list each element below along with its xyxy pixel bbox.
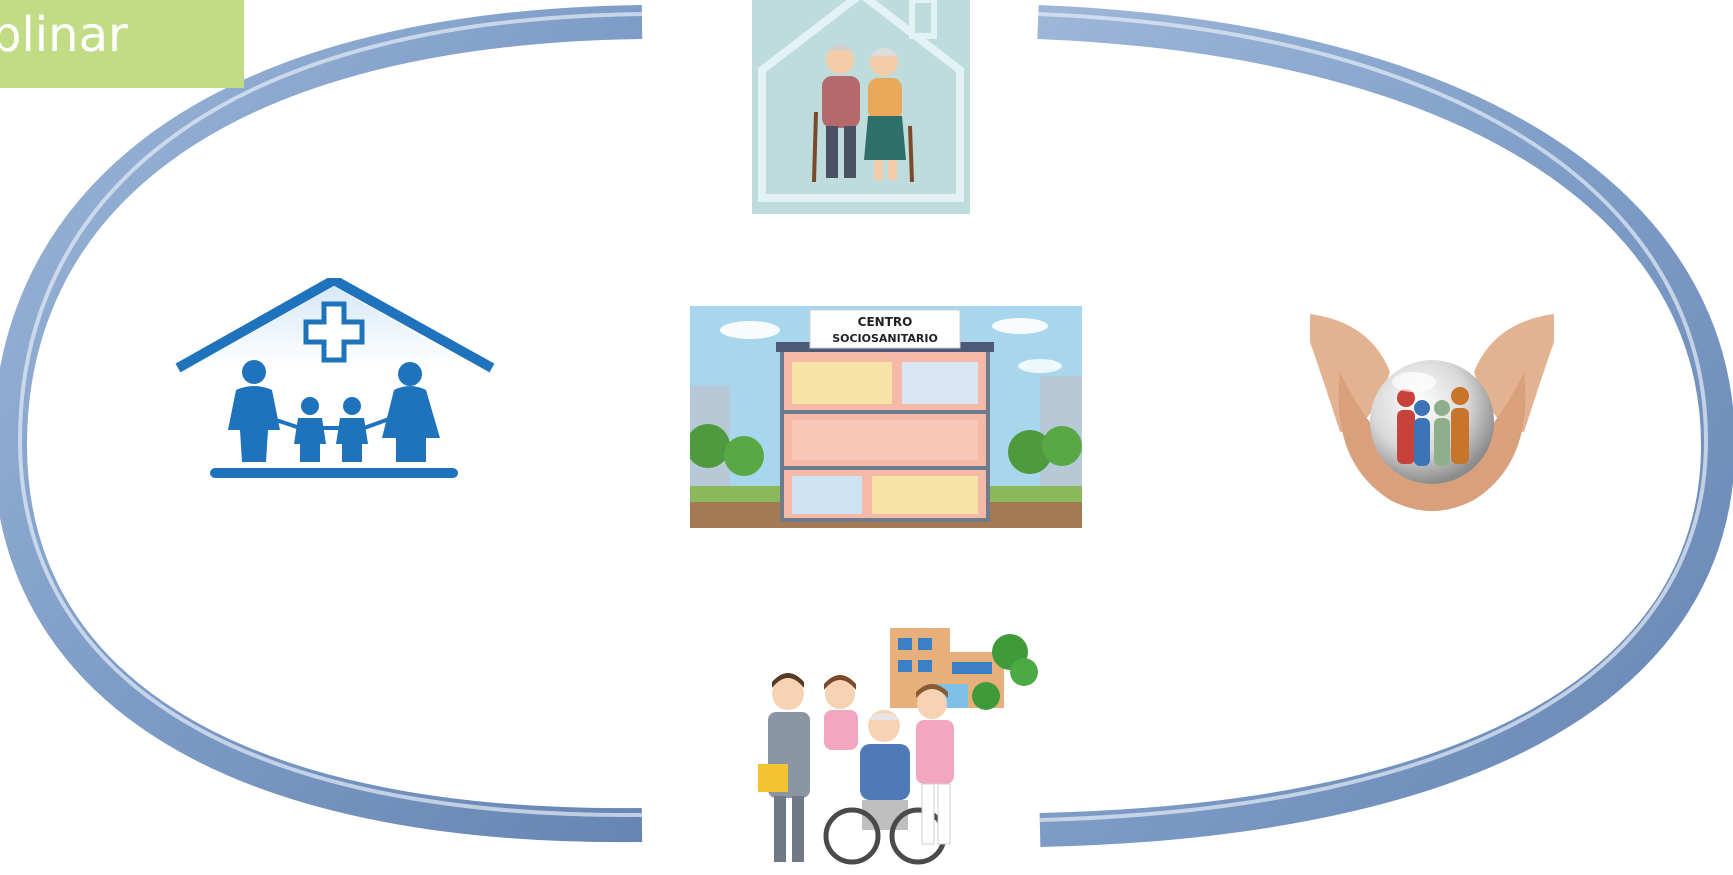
- right-arc: [1037, 5, 1733, 847]
- left-arc: [0, 5, 643, 843]
- elderly-couple-at-home-icon: [752, 0, 970, 214]
- hands-holding-family-icon: [1310, 312, 1554, 518]
- sociosanitary-center-building-icon: CENTRO SOCIOSANITARIO: [686, 306, 1082, 528]
- center-sign-line1: CENTRO: [858, 315, 913, 329]
- health-center-family-icon: [170, 275, 500, 484]
- header-tag: plinar: [0, 0, 244, 88]
- header-tag-text: plinar: [0, 7, 128, 63]
- caregivers-with-wheelchair-patient-icon: [748, 624, 1046, 870]
- center-sign-line2: SOCIOSANITARIO: [832, 332, 938, 345]
